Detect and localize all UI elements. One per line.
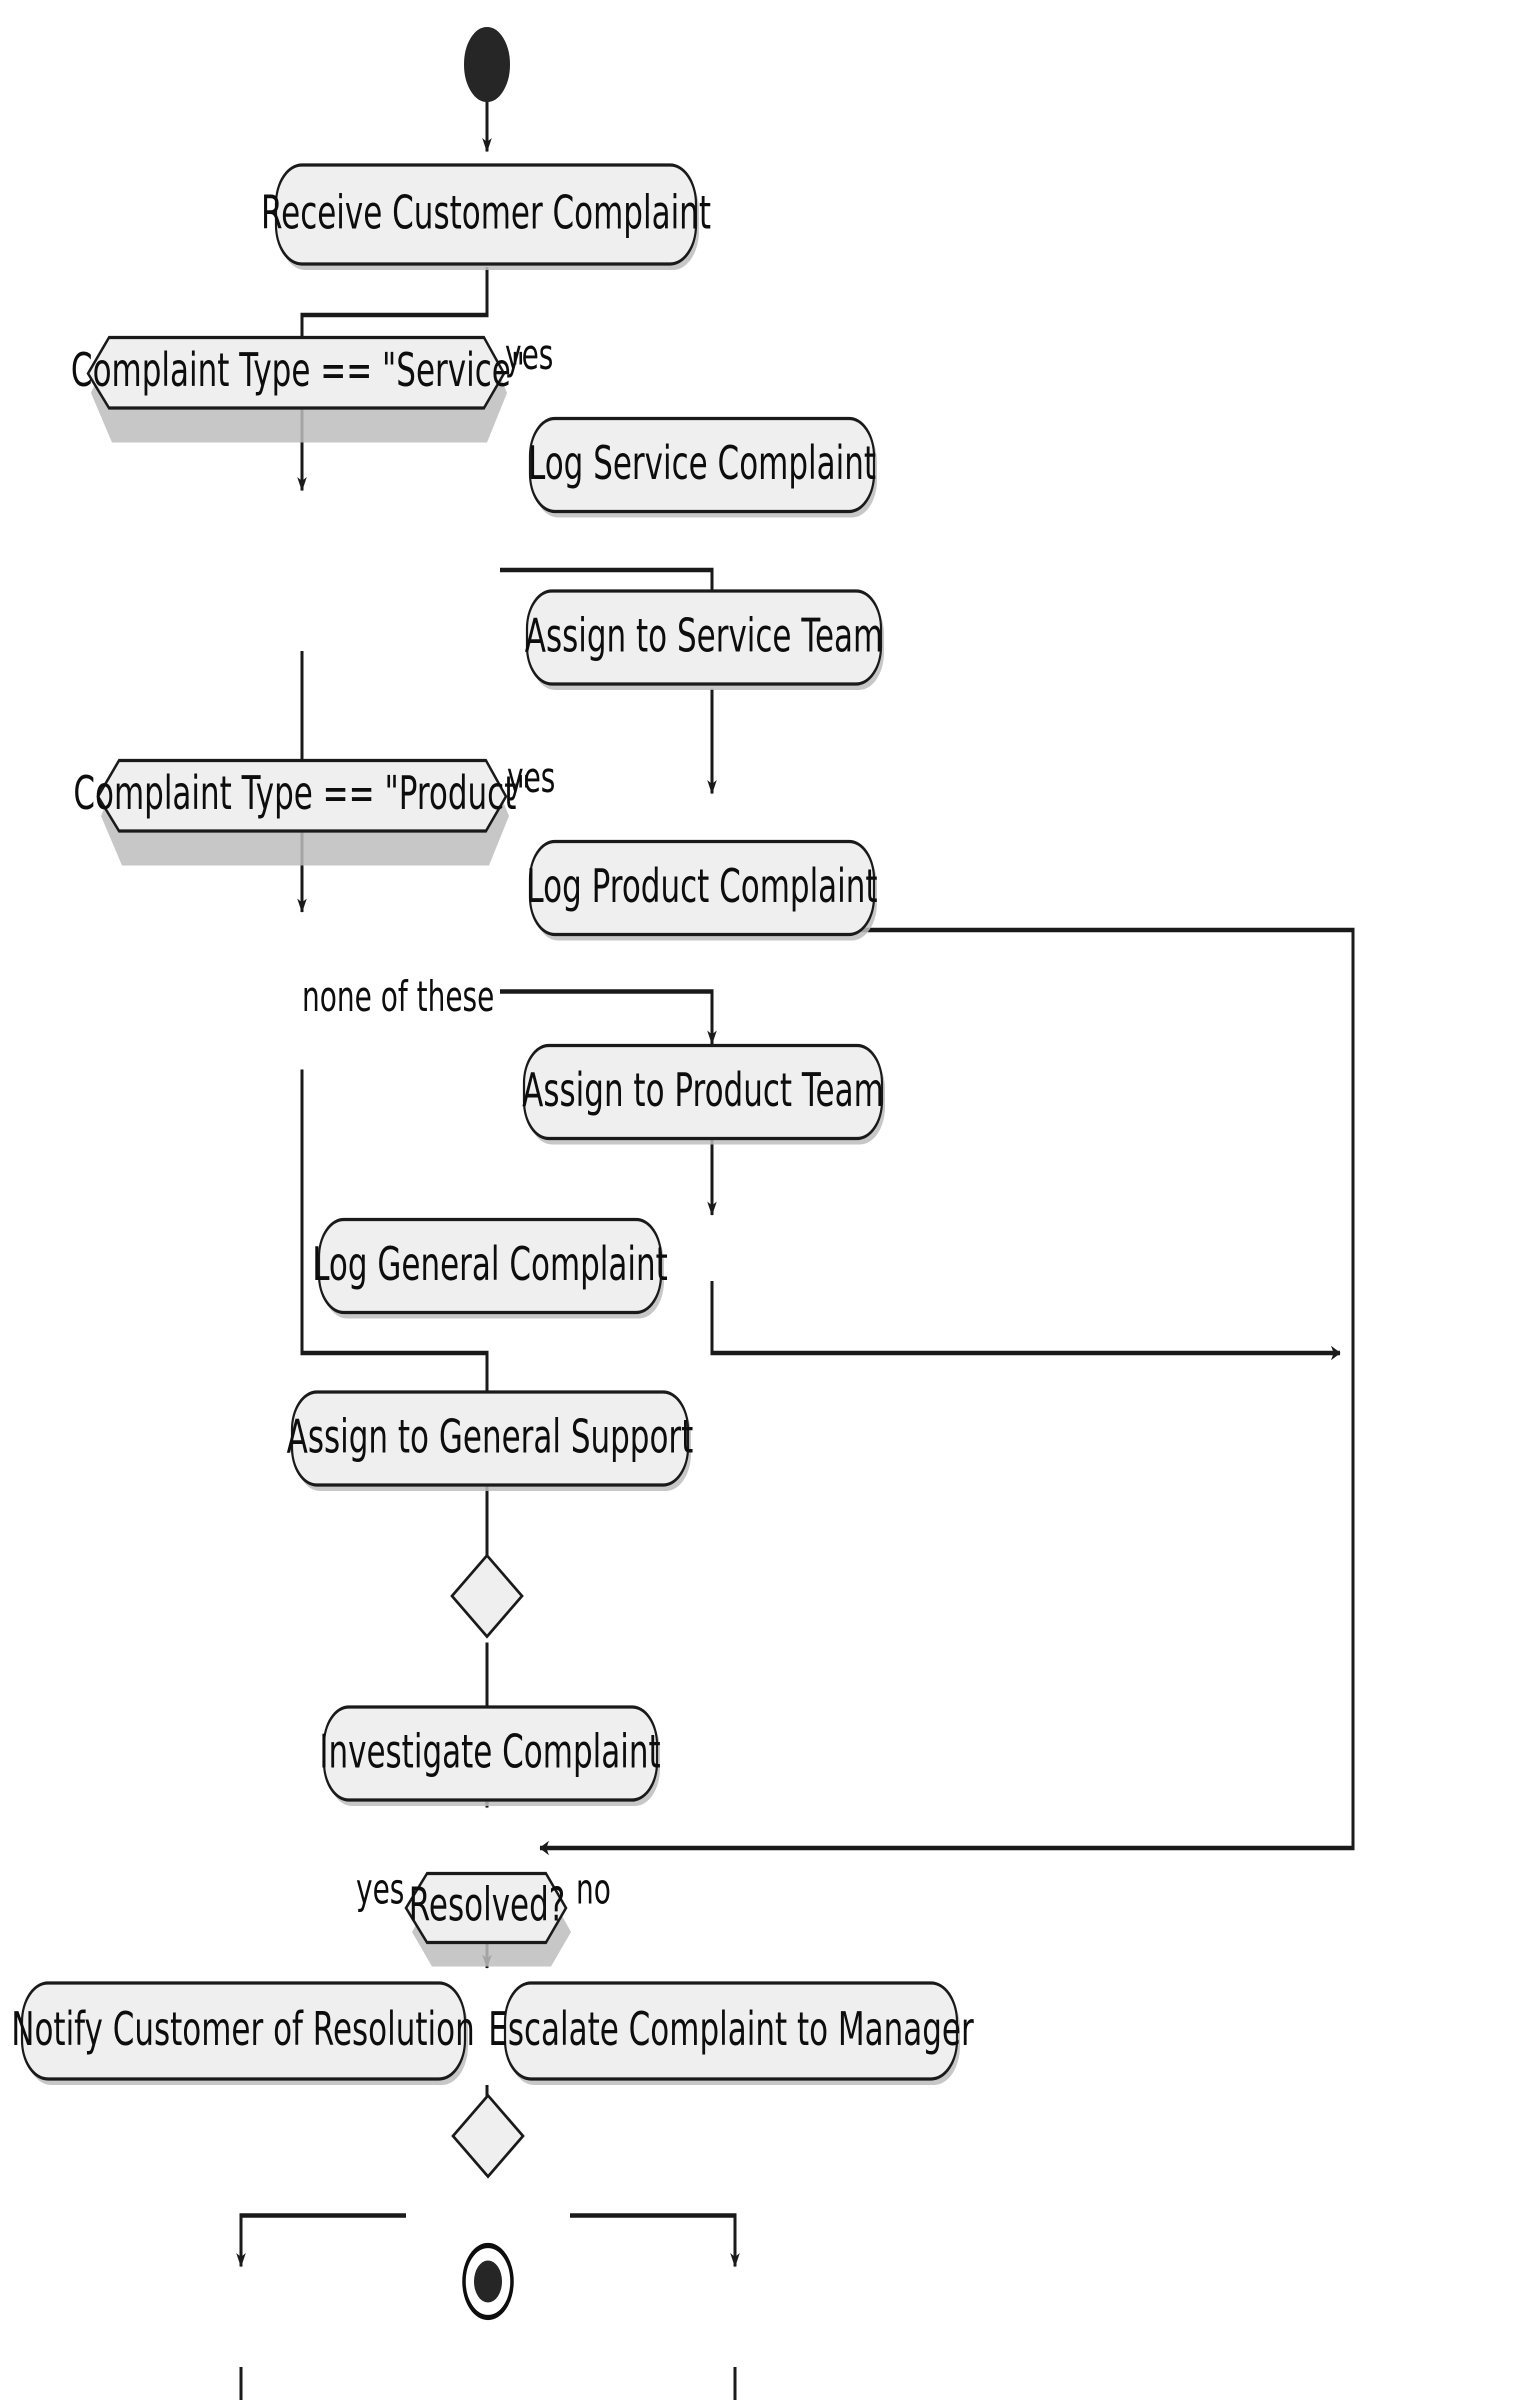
edge-label-none-of-these: none of these (302, 973, 494, 1021)
edge-resolved-no (570, 2213, 740, 2268)
merge-node-2 (451, 2093, 525, 2179)
action-label: Notify Customer of Resolution (11, 2002, 474, 2056)
action-label: Log General Complaint (312, 1237, 668, 1291)
edge-label-service-yes: yes (505, 331, 553, 379)
decision-resolved[interactable]: Resolved? (404, 1871, 571, 1967)
action-assign-to-product-team[interactable]: Assign to Product Team (522, 1043, 885, 1145)
edge-label-product-yes: yes (507, 754, 555, 802)
decision-label: Complaint Type == "Service" (71, 343, 525, 397)
initial-node (464, 27, 510, 102)
decision-complaint-type-service[interactable]: Complaint Type == "Service" (71, 335, 525, 443)
decision-complaint-type-product[interactable]: Complaint Type == "Product" (73, 758, 531, 866)
action-label: Log Product Complaint (526, 859, 877, 913)
edge-label-resolved-yes: yes (356, 1866, 404, 1914)
action-investigate-complaint[interactable]: Investigate Complaint (319, 1705, 661, 1806)
action-log-service-complaint[interactable]: Log Service Complaint (528, 416, 877, 518)
final-node (462, 2242, 514, 2321)
action-escalate-complaint-to-manager[interactable]: Escalate Complaint to Manager (488, 1981, 974, 2085)
edge-label-resolved-no: no (576, 1866, 611, 1914)
action-label: Assign to General Support (287, 1410, 694, 1464)
decision-label: Complaint Type == "Product" (73, 766, 530, 820)
edge-resolved-yes (236, 2213, 406, 2268)
action-log-product-complaint[interactable]: Log Product Complaint (526, 839, 878, 941)
edge-decision-product-none (300, 1069, 492, 1407)
edge-escalate-to-merge2 (733, 2367, 737, 2400)
action-assign-to-service-team[interactable]: Assign to Service Team (525, 589, 884, 690)
action-label: Assign to Product Team (522, 1063, 884, 1117)
action-label: Assign to Service Team (525, 609, 883, 663)
edge-assign-product-to-merge (710, 1281, 1341, 1361)
action-receive-customer-complaint[interactable]: Receive Customer Complaint (261, 163, 711, 270)
action-log-general-complaint[interactable]: Log General Complaint (312, 1217, 668, 1319)
edge-right-rail-to-merge (539, 930, 1355, 1856)
action-label: Receive Customer Complaint (261, 186, 711, 240)
merge-node-1 (450, 1553, 524, 1639)
action-label: Escalate Complaint to Manager (488, 2002, 974, 2056)
edge-decision-product-yes (500, 989, 717, 1045)
edge-notify-to-merge2 (239, 2367, 243, 2400)
action-label: Log Service Complaint (528, 436, 876, 490)
action-label: Investigate Complaint (319, 1725, 660, 1779)
action-notify-customer-of-resolution[interactable]: Notify Customer of Resolution (11, 1981, 475, 2085)
action-assign-to-general-support[interactable]: Assign to General Support (287, 1390, 694, 1491)
decision-label: Resolved? (409, 1878, 565, 1932)
